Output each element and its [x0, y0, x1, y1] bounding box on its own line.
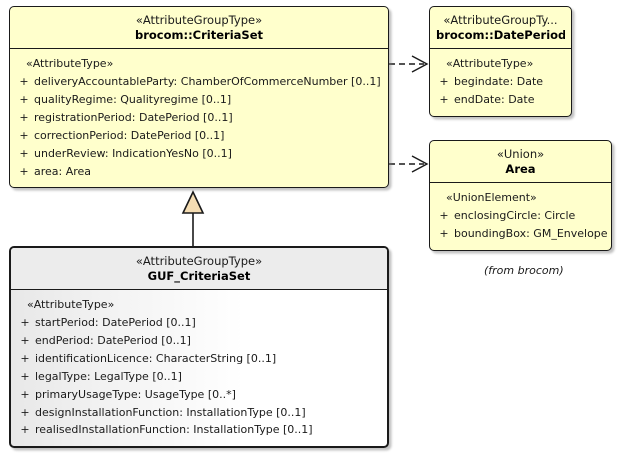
attribute-visibility: + [20, 423, 30, 437]
attribute-label: boundingBox: GM_Envelope [454, 227, 608, 241]
class-box-guf-criteriaset[interactable]: «AttributeGroupType» GUF_CriteriaSet «At… [9, 246, 389, 449]
attribute-row[interactable]: + qualityRegime: Qualityregime [0..1] [14, 91, 384, 109]
attribute-visibility: + [19, 93, 29, 107]
attribute-label: deliveryAccountableParty: ChamberOfComme… [34, 75, 381, 89]
attribute-visibility: + [439, 75, 449, 89]
attribute-visibility: + [19, 75, 29, 89]
compartment-stereotype: «UnionElement» [446, 191, 537, 205]
class-stereotype: «AttributeGroupTy... [443, 13, 558, 27]
dependency-criteriaset-to-dateperiod [389, 55, 429, 73]
class-name: brocom::DatePeriod [436, 27, 565, 42]
attribute-label: correctionPeriod: DatePeriod [0..1] [34, 128, 225, 142]
attribute-row[interactable]: + area: Area [14, 163, 384, 181]
class-attributes-compartment: «AttributeType» + startPeriod: DatePerio… [11, 290, 387, 446]
attribute-label: realisedInstallationFunction: Installati… [35, 423, 313, 437]
class-attributes-compartment: «UnionElement» + enclosingCircle: Circle… [430, 183, 611, 250]
attribute-label: qualityRegime: Qualityregime [0..1] [34, 93, 232, 107]
attribute-row[interactable]: + endPeriod: DatePeriod [0..1] [15, 332, 383, 350]
attribute-visibility: + [439, 227, 449, 241]
attribute-label: area: Area [34, 164, 92, 178]
attribute-visibility: + [19, 128, 29, 142]
attribute-label: endDate: Date [454, 93, 535, 107]
attribute-visibility: + [20, 369, 30, 383]
class-name: GUF_CriteriaSet [147, 268, 251, 283]
class-name: Area [505, 161, 536, 176]
class-stereotype: «AttributeGroupType» [135, 13, 263, 27]
package-origin-note: (from brocom) [484, 264, 564, 277]
attribute-row[interactable]: + endDate: Date [434, 91, 567, 109]
attribute-row[interactable]: + enclosingCircle: Circle [434, 207, 607, 225]
attribute-label: registrationPeriod: DatePeriod [0..1] [34, 111, 233, 125]
attribute-row[interactable]: + registrationPeriod: DatePeriod [0..1] [14, 109, 384, 127]
class-box-area[interactable]: «Union» Area «UnionElement» + enclosingC… [429, 140, 612, 252]
class-header-brocom-dateperiod: «AttributeGroupTy... brocom::DatePeriod [430, 7, 571, 50]
class-attributes-compartment: «AttributeType» + deliveryAccountablePar… [10, 49, 388, 187]
attribute-row[interactable]: + underReview: IndicationYesNo [0..1] [14, 145, 384, 163]
attribute-row[interactable]: + correctionPeriod: DatePeriod [0..1] [14, 127, 384, 145]
attribute-row[interactable]: + identificationLicence: CharacterString… [15, 350, 383, 368]
attribute-row[interactable]: + primaryUsageType: UsageType [0..*] [15, 386, 383, 404]
attribute-visibility: + [439, 93, 449, 107]
class-box-brocom-dateperiod[interactable]: «AttributeGroupTy... brocom::DatePeriod … [429, 6, 572, 118]
attribute-visibility: + [20, 316, 30, 330]
attribute-row[interactable]: + legalType: LegalType [0..1] [15, 368, 383, 386]
compartment-stereotype: «AttributeType» [27, 298, 115, 312]
compartment-stereotype: «AttributeType» [446, 57, 534, 71]
class-header-area: «Union» Area [430, 141, 611, 184]
attribute-label: begindate: Date [454, 75, 544, 89]
attribute-visibility: + [20, 352, 30, 366]
attribute-visibility: + [20, 387, 30, 401]
compartment-stereotype: «AttributeType» [26, 57, 114, 71]
class-box-brocom-criteriaset[interactable]: «AttributeGroupType» brocom::CriteriaSet… [9, 6, 389, 189]
attribute-label: primaryUsageType: UsageType [0..*] [35, 387, 236, 401]
dependency-criteriaset-to-area [389, 155, 429, 173]
attribute-visibility: + [20, 334, 30, 348]
attribute-visibility: + [19, 164, 29, 178]
class-header-brocom-criteriaset: «AttributeGroupType» brocom::CriteriaSet [10, 7, 388, 50]
attribute-row[interactable]: + designInstallationFunction: Installati… [15, 404, 383, 422]
attribute-row[interactable]: + begindate: Date [434, 73, 567, 91]
attribute-row[interactable]: + deliveryAccountableParty: ChamberOfCom… [14, 73, 384, 91]
attribute-label: legalType: LegalType [0..1] [35, 369, 182, 383]
attribute-visibility: + [19, 146, 29, 160]
attribute-label: underReview: IndicationYesNo [0..1] [34, 146, 232, 160]
class-name: brocom::CriteriaSet [134, 27, 263, 42]
class-header-guf-criteriaset: «AttributeGroupType» GUF_CriteriaSet [11, 248, 387, 291]
attribute-row[interactable]: + startPeriod: DatePeriod [0..1] [15, 314, 383, 332]
attribute-label: endPeriod: DatePeriod [0..1] [35, 334, 191, 348]
generalization-guf-to-criteriaset [181, 190, 205, 246]
attribute-label: designInstallationFunction: Installation… [35, 405, 306, 419]
attribute-visibility: + [20, 405, 30, 419]
class-stereotype: «AttributeGroupType» [135, 254, 263, 268]
attribute-visibility: + [439, 209, 449, 223]
attribute-label: startPeriod: DatePeriod [0..1] [35, 316, 196, 330]
attribute-visibility: + [19, 111, 29, 125]
attribute-row[interactable]: + boundingBox: GM_Envelope [434, 225, 607, 243]
class-attributes-compartment: «AttributeType» + begindate: Date + endD… [430, 49, 571, 116]
attribute-row[interactable]: + realisedInstallationFunction: Installa… [15, 421, 383, 439]
attribute-label: enclosingCircle: Circle [454, 209, 576, 223]
class-stereotype: «Union» [496, 147, 545, 161]
attribute-label: identificationLicence: CharacterString [… [35, 352, 277, 366]
